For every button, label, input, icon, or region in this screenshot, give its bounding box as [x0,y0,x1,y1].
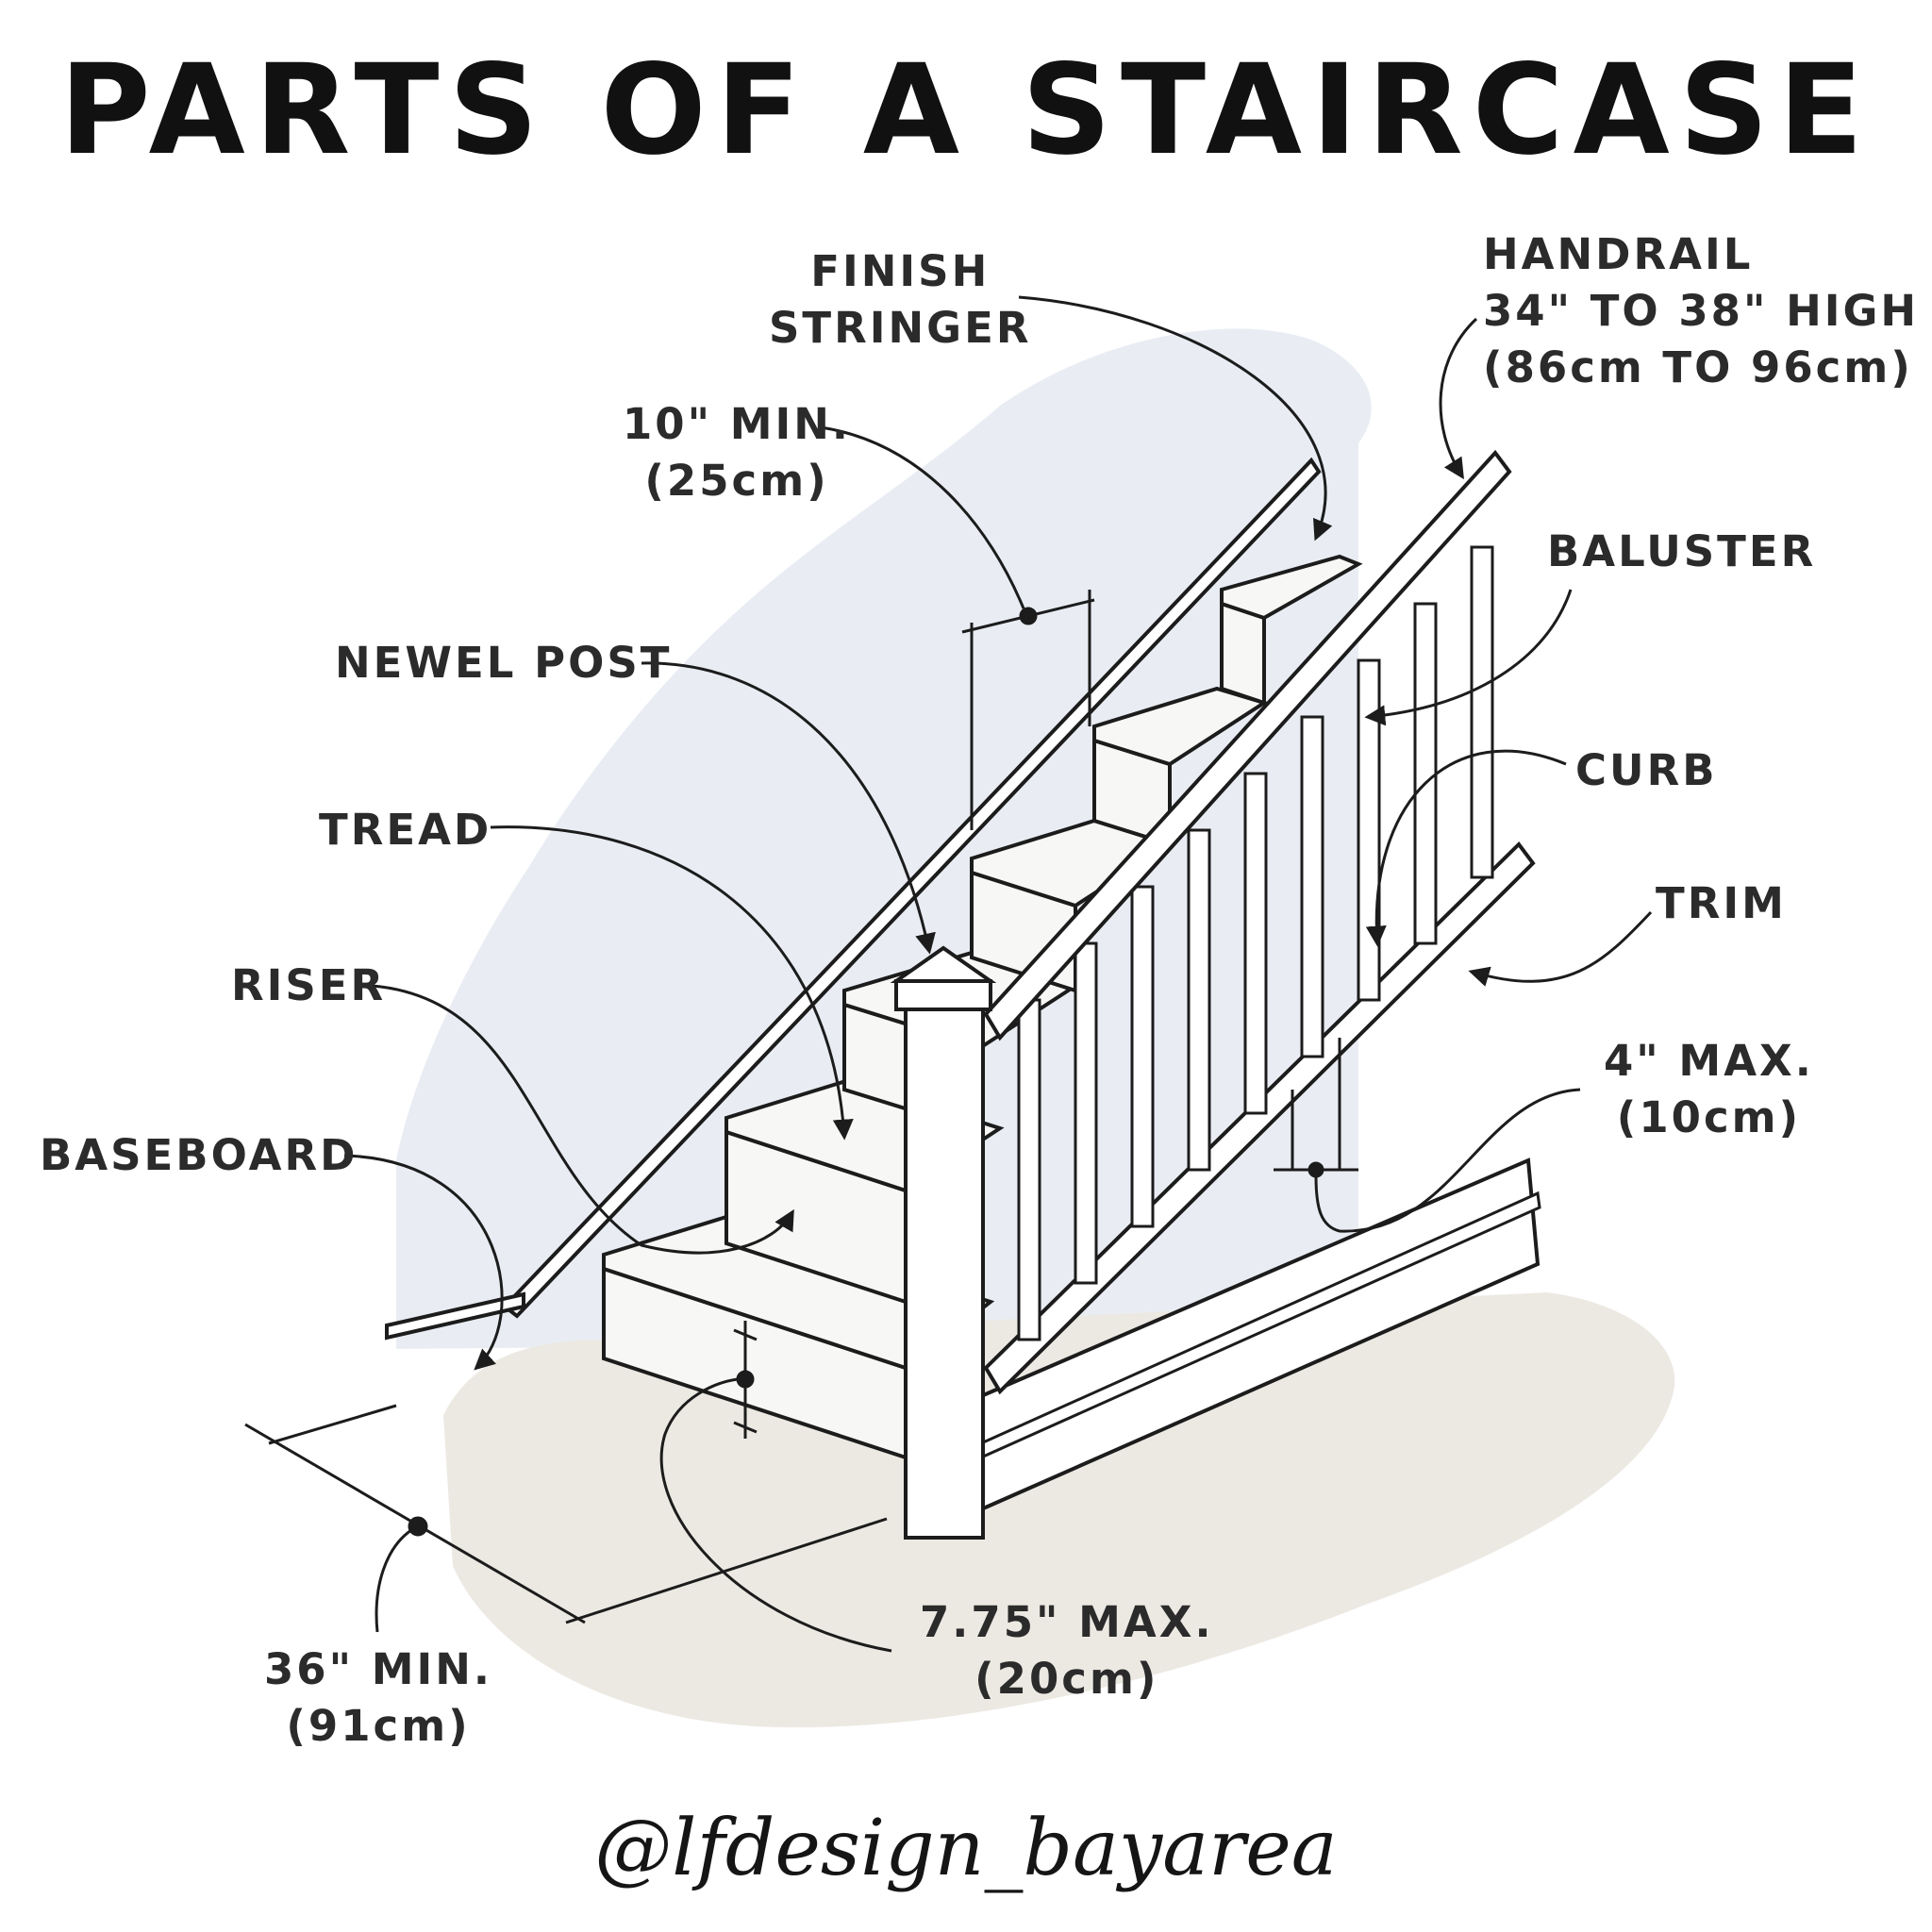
baluster [1017,998,1041,1341]
baluster [1243,772,1268,1115]
newel-cap-top [890,945,997,983]
leader-tread-depth [820,425,1025,609]
newel-post [890,945,997,1540]
riser-height-dimension [733,1321,758,1439]
leader-riser-height [659,1377,892,1653]
baluster [1357,658,1381,1002]
baluster [1300,715,1324,1058]
label-stair-width: 36" MIN. (91cm) [264,1644,493,1751]
baluster [1413,602,1438,945]
leader-finish-stringer [1018,295,1333,541]
curb-rail [983,841,1536,1395]
step-riser-6 [1220,601,1266,706]
wall-shading [396,328,1372,1350]
baluster [1187,828,1211,1172]
leader-newel-post [641,661,936,955]
step-tread-6 [1220,554,1363,621]
leader-tread [490,825,854,1141]
leader-baluster-gap [1314,1088,1581,1233]
newel-cap-base [894,979,992,1011]
label-riser: RISER [231,960,387,1010]
handrail [983,449,1512,1041]
step-tread-5 [1092,686,1269,767]
credit-handle: @lfdesign_bayarea [594,1804,1338,1893]
leader-curb [1365,749,1567,947]
label-baseboard: BASEBOARD [40,1130,358,1180]
newel-shaft [904,1003,985,1540]
label-baluster-gap: 4" MAX. (10cm) [1604,1036,1814,1142]
label-tread: TREAD [319,805,492,855]
baluster-gap-dimension [1274,1038,1358,1178]
tread-depth-dimension [961,590,1095,830]
diagram-title: PARTS OF A STAIRCASE [58,38,1874,183]
label-riser-height: 7.75" MAX. (20cm) [920,1597,1214,1704]
leader-riser [372,984,794,1255]
leader-baluster [1364,589,1573,726]
label-newel-post: NEWEL POST [335,638,673,688]
balusters [1017,545,1494,1341]
leader-stair-width [375,1528,412,1633]
baluster [1470,545,1494,879]
label-tread-depth: 10" MIN. (25cm) [623,399,852,506]
baluster [1074,941,1098,1285]
label-baluster: BALUSTER [1547,526,1817,576]
leader-lines [343,295,1653,1653]
baluster [1130,885,1155,1228]
label-finish-stringer: FINISH STRINGER [769,246,1032,353]
stair-width-dimension [244,1404,888,1624]
label-trim: TRIM [1656,878,1787,928]
label-handrail: HANDRAIL 34" TO 38" HIGH (86cm TO 96cm) [1483,229,1920,392]
label-curb: CURB [1575,745,1718,795]
leader-handrail [1439,317,1478,480]
leader-baseboard [343,1154,504,1371]
leader-trim [1468,910,1653,987]
baseboard [385,1291,525,1341]
